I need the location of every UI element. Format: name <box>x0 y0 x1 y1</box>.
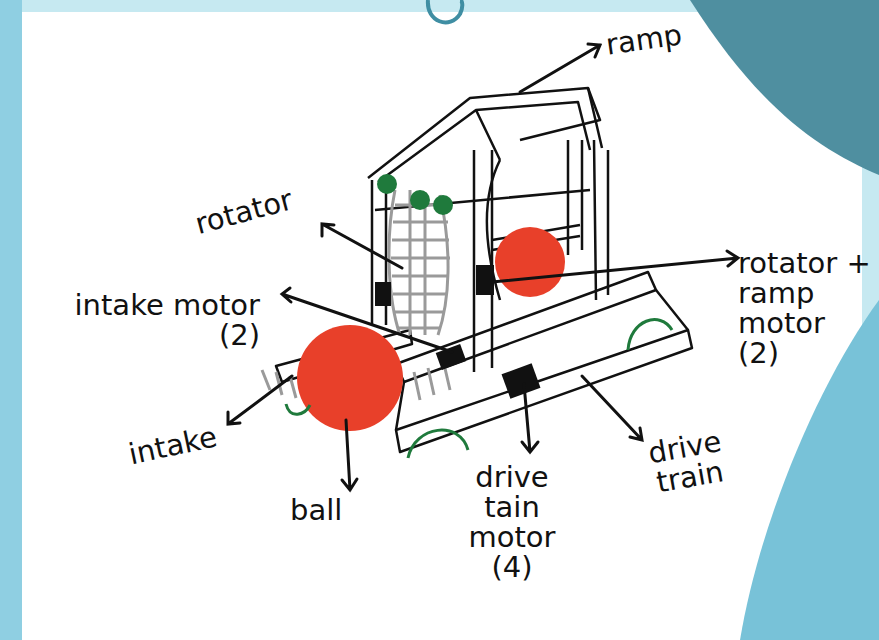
tower-post <box>594 140 608 300</box>
leader-arrow <box>282 288 452 352</box>
part-label: intake <box>126 411 269 469</box>
motor-block <box>375 282 391 306</box>
top-ring <box>428 0 462 22</box>
motor-block <box>476 265 494 295</box>
tower-post <box>474 150 492 372</box>
part-label: ball <box>290 495 380 525</box>
motor-block <box>502 363 541 398</box>
wheel <box>408 430 468 458</box>
sprocket <box>410 190 430 210</box>
part-label: rotator + ramp motor (2) <box>738 248 873 368</box>
part-label: drive train <box>628 423 747 501</box>
ball <box>495 227 565 297</box>
leader-arrow <box>228 376 292 424</box>
wheel <box>628 320 672 350</box>
leader-arrow <box>520 44 600 92</box>
leader-arrow <box>522 384 538 452</box>
wheel <box>286 404 310 414</box>
rotator-rail <box>410 190 425 335</box>
part-label: intake motor (2) <box>60 290 260 350</box>
part-label: ramp <box>604 13 727 59</box>
corner-shape <box>690 0 879 175</box>
leader-arrow <box>322 224 402 268</box>
sprocket <box>377 174 397 194</box>
white-panel <box>22 12 862 640</box>
leader-arrow <box>492 251 738 282</box>
sprocket <box>433 195 453 215</box>
side-strip <box>0 0 22 640</box>
leader-arrow <box>582 376 642 440</box>
part-label: drive tain motor (4) <box>452 462 572 582</box>
leader-arrow <box>342 420 357 490</box>
ball <box>297 325 403 431</box>
part-label: rotator <box>192 169 354 239</box>
